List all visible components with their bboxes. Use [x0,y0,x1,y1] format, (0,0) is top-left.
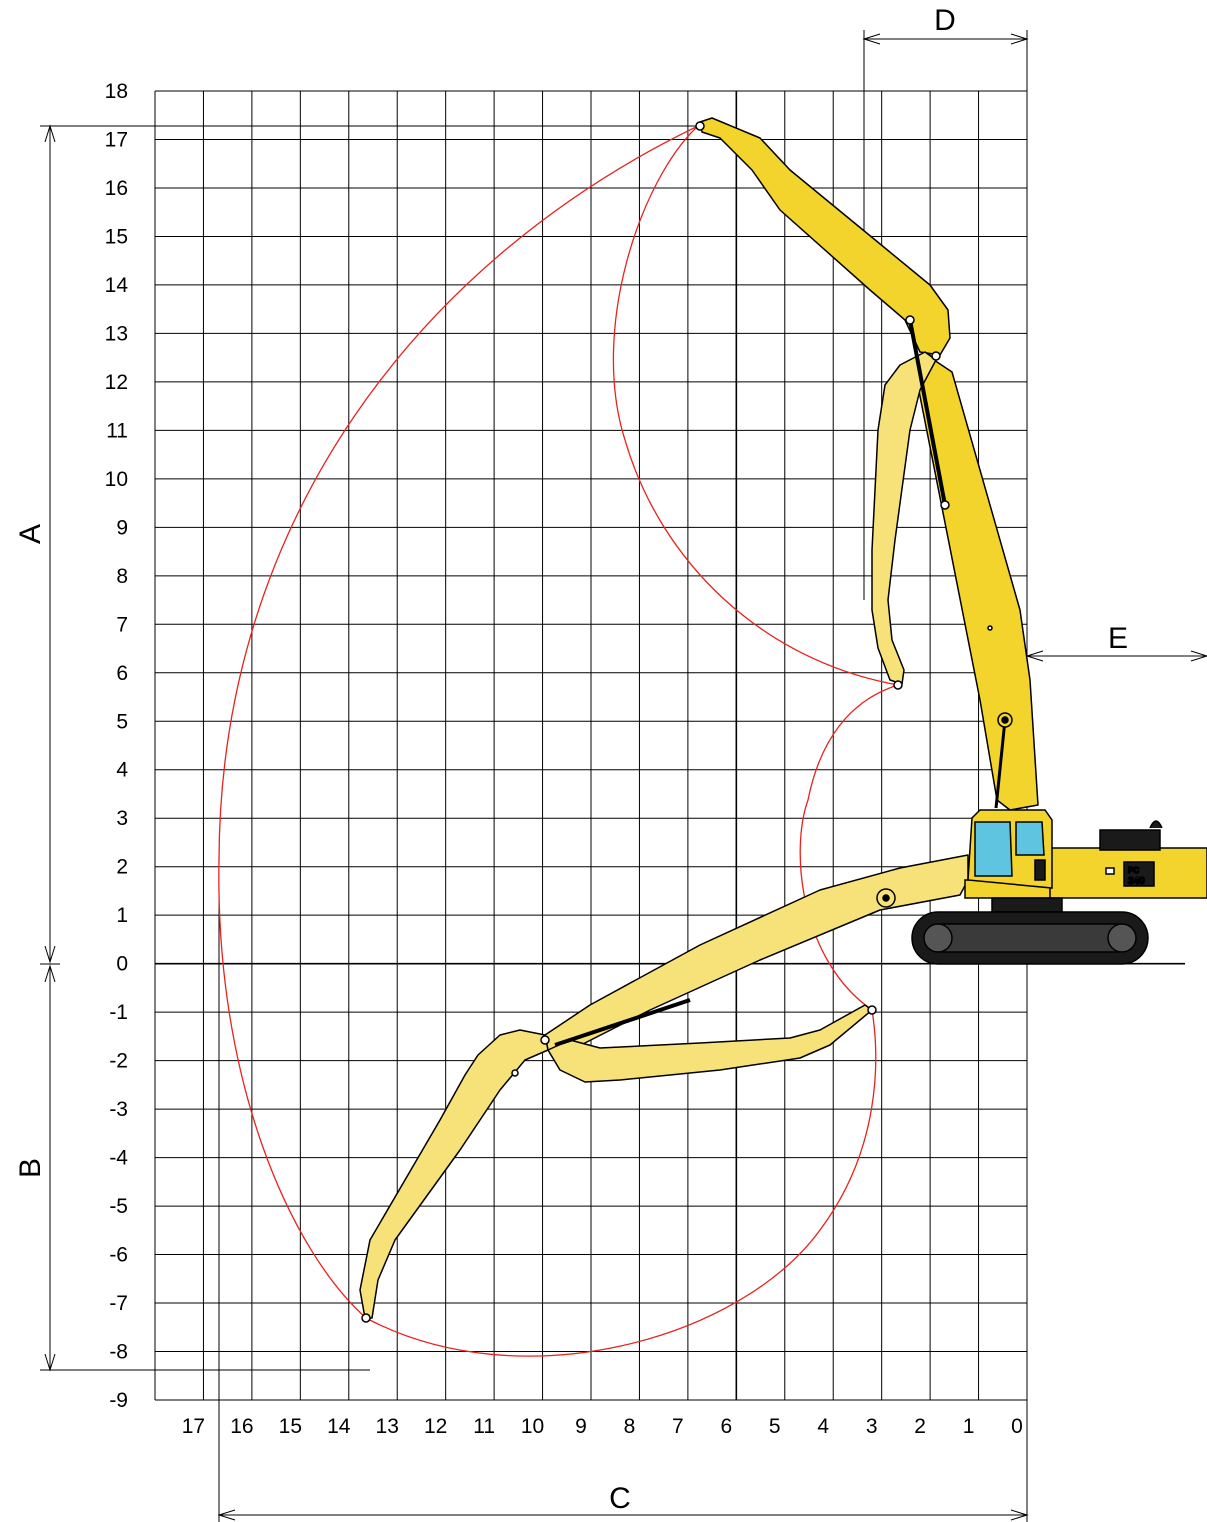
boom-cylinder-lower [554,998,691,1047]
y-tick-label: 1 [116,904,128,927]
x-tick-label: 17 [182,1415,205,1438]
dimension-label-a: A [14,524,47,544]
y-tick-label: -3 [109,1098,128,1121]
y-tick-label: -6 [109,1244,128,1267]
working-range-envelope [218,125,899,1357]
y-tick-label: 7 [116,613,128,636]
y-tick-label: 4 [116,759,128,782]
boom-upper-position [695,117,1039,811]
y-tick-label: 12 [105,371,128,394]
x-tick-label: 16 [230,1415,253,1438]
dimension-label-d: D [934,4,956,37]
y-tick-label: 11 [106,419,128,442]
y-tick-label: 6 [116,662,128,685]
excavator-body: PC 340 [911,809,1207,965]
y-tick-label: 18 [105,80,128,103]
x-tick-label: 6 [720,1415,732,1438]
y-tick-label: 0 [116,953,128,976]
x-tick-label: 14 [327,1415,351,1438]
main-boom-lowered [544,854,969,1051]
x-tick-label: 5 [769,1415,781,1438]
x-tick-label: 2 [914,1415,926,1438]
y-tick-label: -1 [109,1001,128,1024]
y-tick-label: 16 [105,177,128,200]
y-tick-label: -9 [109,1389,128,1412]
dimension-label-b: B [14,1158,47,1178]
dimension-label-c: C [609,1482,631,1515]
model-badge-top: PC [1128,866,1139,875]
envelope-lower-inner-curve [799,684,899,1011]
x-tick-label: 0 [1011,1415,1023,1438]
model-badge-bottom: 340 [1128,876,1145,887]
x-tick-label: 11 [473,1415,495,1438]
y-tick-label: 15 [105,225,128,248]
x-tick-label: 8 [624,1415,636,1438]
x-tick-label: 10 [521,1415,544,1438]
y-tick-label: 14 [105,274,129,297]
y-tick-label: 5 [116,710,128,733]
y-tick-label: 2 [116,856,128,879]
dimension-label-e: E [1108,622,1128,655]
x-tick-label: 4 [817,1415,829,1438]
y-tick-label: -5 [109,1195,128,1218]
arm-lowered-reach [359,1029,549,1319]
y-tick-label: 9 [116,516,128,539]
arm-raised [699,117,951,356]
y-tick-label: 10 [105,468,128,491]
x-tick-label: 15 [279,1415,302,1438]
cab-window [974,821,1013,877]
y-tick-label: 13 [105,322,128,345]
arm-folded [871,351,937,685]
envelope-bottom-curve [365,1009,877,1357]
y-axis-labels: 1817161514131211109876543210-1-2-3-4-5-6… [105,80,129,1412]
envelope-upper-inner-curve [612,125,899,686]
y-tick-label: -2 [109,1050,128,1073]
y-tick-label: 8 [116,565,128,588]
x-tick-label: 13 [376,1415,399,1438]
x-tick-label: 12 [424,1415,447,1438]
x-tick-label: 7 [672,1415,684,1438]
y-tick-label: 17 [105,128,128,151]
cab-side-window [1015,821,1045,856]
main-boom-upright [917,359,1039,811]
y-tick-label: -8 [109,1341,128,1364]
y-tick-label: -7 [109,1292,128,1315]
boom-lower-position [359,854,969,1323]
model-badge [1123,861,1155,887]
x-tick-label: 1 [963,1415,975,1438]
envelope-outer-curve [218,125,699,1319]
y-tick-label: 3 [116,807,128,830]
boom-cylinder-upper [908,319,947,506]
x-tick-label: 3 [866,1415,878,1438]
y-tick-label: -4 [109,1147,128,1170]
x-tick-label: 9 [575,1415,587,1438]
